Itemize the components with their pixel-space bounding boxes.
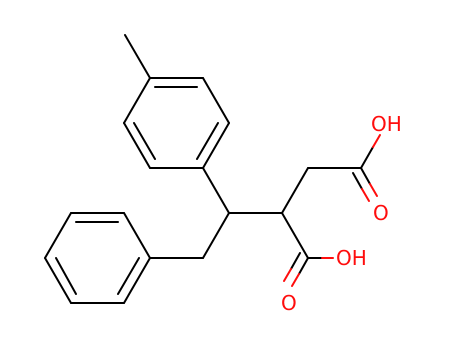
phenyl-ring — [44, 212, 151, 304]
lower-c-o-double-bond-o — [283, 268, 292, 282]
upper-c-o-double-bond-o — [361, 188, 370, 202]
lower-c-o-double-bond — [298, 257, 309, 275]
alpha-carboxyl-bond — [281, 212, 309, 259]
tolyl-ring — [123, 77, 230, 169]
upper-c-o-double-bond — [360, 167, 371, 185]
lower-c-o-double-bond — [290, 252, 301, 270]
upper-c-o-double-bond — [352, 172, 363, 190]
tolyl-ring-bond — [202, 122, 230, 169]
phenyl-ring-bond — [123, 212, 151, 259]
phenyl-ring-bond — [123, 257, 151, 304]
phenyl-ring-bond — [44, 257, 72, 304]
phenyl-ring-inner-bond — [55, 257, 77, 295]
lower-c-o-double-bond-o — [291, 273, 300, 287]
upper-c-oh-bond-o — [372, 134, 381, 148]
methyl-bond — [124, 34, 151, 79]
ch-ch2-bond — [202, 212, 230, 259]
phenyl-ring-bond — [44, 212, 72, 259]
phenyl-ring-inner-bond — [117, 257, 140, 295]
tolyl-ring-bond — [123, 122, 151, 169]
upper-acid-hydroxyl-label: OH — [371, 112, 402, 136]
lower-acid-hydroxyl-label: OH — [336, 246, 367, 270]
tolyl-ring-inner-bond — [196, 122, 219, 160]
aryl-ch-bond — [202, 167, 230, 214]
alpha-ch2-bond — [281, 167, 309, 214]
upper-c-oh-bond — [360, 146, 374, 169]
upper-acid-carbonyl-oxygen-label: O — [373, 201, 389, 225]
lower-acid-carbonyl-oxygen-label: O — [281, 291, 297, 315]
upper-c-o-double-bond-o — [369, 183, 378, 197]
tolyl-ring-bond — [202, 77, 230, 124]
tolyl-ring-inner-bond — [133, 122, 156, 160]
tolyl-ring-bond — [123, 77, 151, 124]
